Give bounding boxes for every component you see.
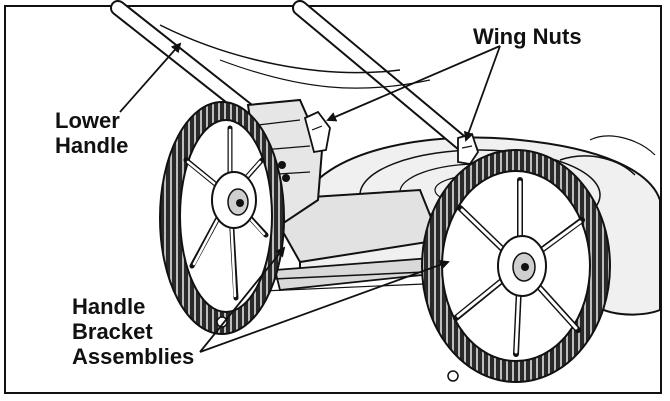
wing-nuts-text: Wing Nuts xyxy=(473,24,582,49)
right-wheel-icon xyxy=(421,149,611,383)
lower-handle-line-2: Handle xyxy=(55,133,129,158)
bracket-label-line-2: Bracket xyxy=(72,319,153,344)
bracket-bolt-left-icon xyxy=(216,316,228,328)
bracket-bolt-right-icon xyxy=(447,370,459,382)
bracket-arrow-left xyxy=(199,246,286,353)
wing-nut-arrow-right xyxy=(464,45,501,142)
wing-nut-arrow-left xyxy=(326,45,501,122)
lower-handle-tubes xyxy=(110,0,478,158)
bracket-arrow-right xyxy=(199,260,450,353)
wing-nuts-label: Wing Nuts xyxy=(473,24,582,49)
bracket-label-line-1: Handle xyxy=(72,294,146,319)
handle-bracket-assemblies-label: Handle Bracket Assemblies xyxy=(72,294,194,369)
lower-handle-line-1: Lower xyxy=(55,108,120,133)
left-wheel-icon xyxy=(159,101,285,335)
wing-nut-left-icon xyxy=(303,110,331,154)
diagram-frame xyxy=(4,5,662,394)
lower-handle-label: Lower Handle xyxy=(55,108,128,158)
lower-handle-arrow xyxy=(119,42,182,113)
leader-arrows xyxy=(119,42,501,353)
bracket-label-line-3: Assemblies xyxy=(72,344,195,369)
